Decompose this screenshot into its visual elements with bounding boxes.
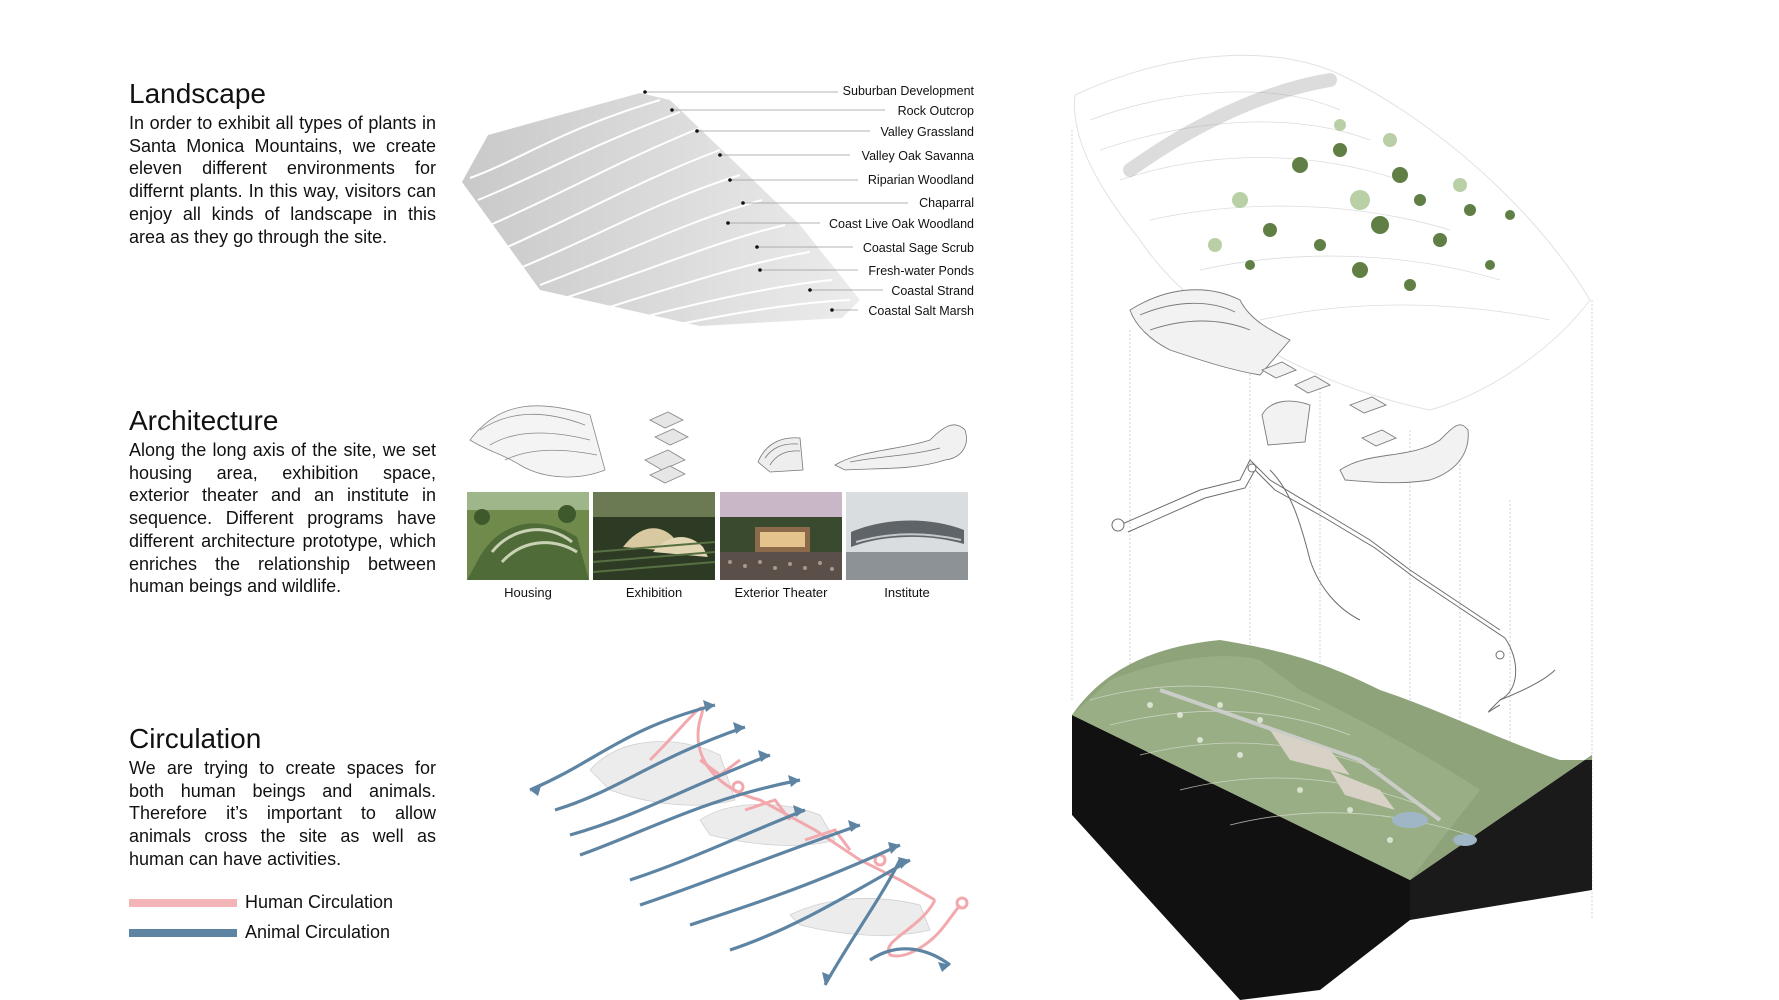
zone-label-coastal-sage-scrub: Coastal Sage Scrub bbox=[862, 241, 974, 255]
landscape-body: In order to exhibit all types of plants … bbox=[129, 113, 436, 247]
housing-photo bbox=[467, 492, 589, 580]
housing-prototype bbox=[469, 405, 606, 478]
institute-caption: Institute bbox=[884, 585, 930, 600]
exhibition-prototype bbox=[644, 411, 689, 484]
zone-label-riparian-woodland: Riparian Woodland bbox=[867, 173, 974, 187]
zone-label-coast-live-oak-woodland: Coast Live Oak Woodland bbox=[829, 217, 974, 231]
circulation-body: We are trying to create spaces for both … bbox=[129, 758, 436, 869]
exhibition-photo bbox=[593, 492, 715, 580]
legend-human-label: Human Circulation bbox=[245, 892, 394, 912]
architecture-section: Architecture Along the long axis of the … bbox=[129, 405, 436, 598]
architecture-title: Architecture bbox=[129, 405, 279, 436]
landscape-title: Landscape bbox=[129, 78, 267, 109]
zone-leader-dots bbox=[643, 90, 834, 312]
landscape-zone-shape bbox=[462, 93, 860, 326]
legend-animal-swatch bbox=[129, 928, 237, 937]
exterior-theater-caption: Exterior Theater bbox=[734, 585, 828, 600]
zone-dividers bbox=[469, 99, 851, 325]
exterior-theater-photo bbox=[720, 492, 842, 580]
animal-circulation-paths bbox=[529, 703, 951, 986]
circulation-section: Circulation We are trying to create spac… bbox=[129, 723, 436, 871]
human-circulation-path bbox=[648, 706, 969, 958]
zone-label-chaparral: Chaparral bbox=[919, 196, 974, 210]
housing-caption: Housing bbox=[504, 585, 552, 600]
architecture-body: Along the long axis of the site, we set … bbox=[129, 440, 436, 597]
legend-human: Human Circulation bbox=[129, 892, 393, 913]
legend-animal-label: Animal Circulation bbox=[245, 922, 391, 942]
vegetation-layer bbox=[1073, 54, 1591, 411]
zone-label-suburban-development: Suburban Development bbox=[842, 84, 974, 98]
circulation-title: Circulation bbox=[129, 723, 262, 754]
institute-photo bbox=[846, 492, 968, 580]
legend-human-swatch bbox=[129, 898, 237, 907]
zone-label-coastal-salt-marsh: Coastal Salt Marsh bbox=[868, 304, 974, 318]
zone-label-fresh-water-ponds: Fresh-water Ponds bbox=[868, 264, 974, 278]
landscape-section: Landscape In order to exhibit all types … bbox=[129, 78, 436, 248]
zone-label-valley-oak-savanna: Valley Oak Savanna bbox=[861, 149, 974, 163]
legend-animal: Animal Circulation bbox=[129, 922, 390, 943]
zone-leaders bbox=[645, 91, 908, 311]
animal-arrowheads bbox=[530, 700, 950, 985]
exhibition-caption: Exhibition bbox=[625, 585, 683, 600]
zone-label-valley-grassland: Valley Grassland bbox=[880, 125, 974, 139]
zone-label-coastal-strand: Coastal Strand bbox=[891, 284, 974, 298]
theater-prototype bbox=[757, 437, 804, 473]
terrain-base-model bbox=[1072, 640, 1592, 1000]
circulation-network-layer bbox=[1111, 459, 1556, 713]
zone-label-rock-outcrop: Rock Outcrop bbox=[897, 104, 974, 118]
institute-prototype bbox=[834, 424, 967, 471]
architecture-layer bbox=[1129, 289, 1469, 484]
